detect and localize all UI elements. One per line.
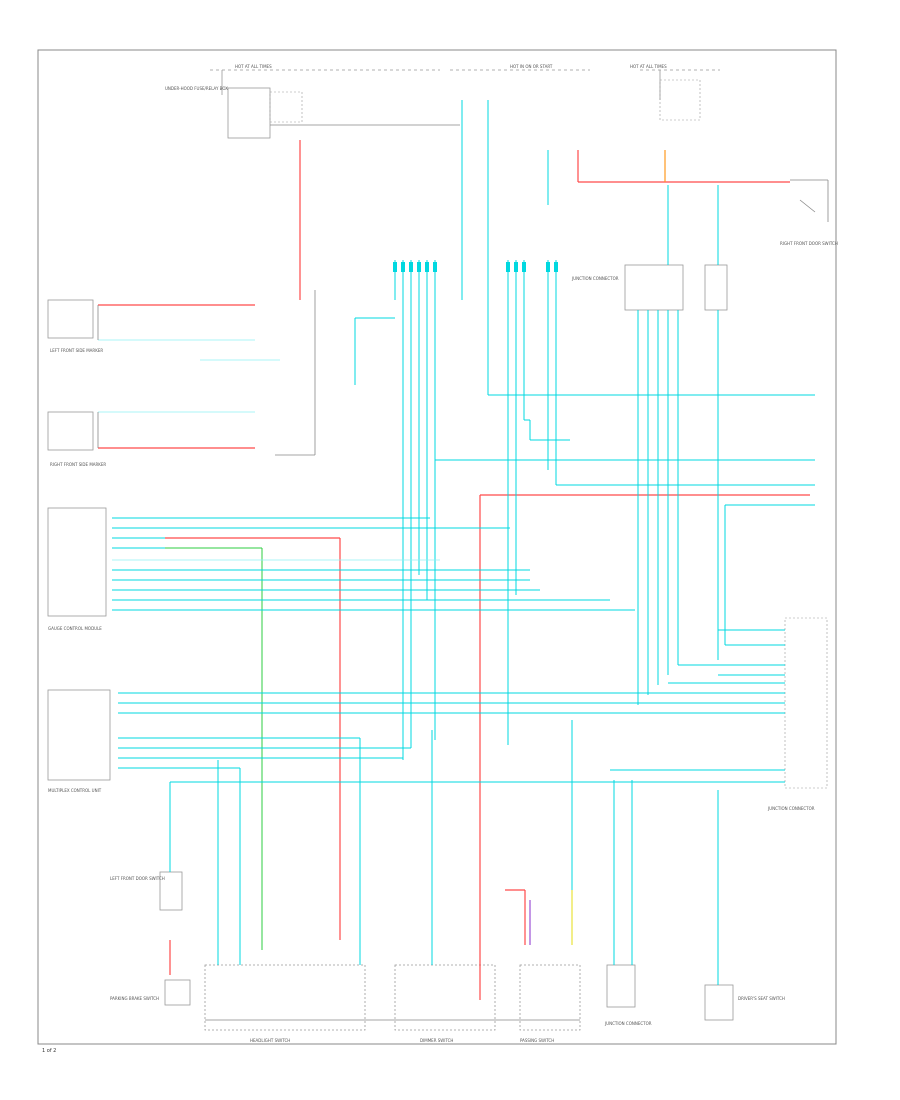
label-gauge-module: GAUGE CONTROL MODULE: [48, 626, 102, 631]
label-hot-on-start: HOT IN ON OR START: [510, 64, 553, 69]
left-side-marker-box: [47, 299, 94, 339]
label-hot-all-times-right: HOT AT ALL TIMES: [630, 64, 667, 69]
connector-pins: [393, 262, 558, 272]
label-headlight-switch: HEADLIGHT SWITCH: [250, 1038, 290, 1043]
label-bottom-junction: JUNCTION CONNECTOR: [604, 1021, 652, 1026]
right-fuse-box: [659, 79, 701, 121]
red-wires: [98, 140, 810, 1000]
label-parking-brake-switch: PARKING BRAKE SWITCH: [110, 996, 159, 1001]
label-right-side-marker: RIGHT FRONT SIDE MARKER: [50, 462, 106, 467]
cyan-wires: [112, 100, 815, 985]
parking-brake-switch-box: [164, 979, 191, 1006]
diagram-frame: [37, 49, 837, 1045]
seat-switch-box: [704, 984, 734, 1021]
fuse-block-box: [227, 87, 271, 139]
label-hot-all-times-left: HOT AT ALL TIMES: [235, 64, 272, 69]
page-id: 1 of 2: [42, 1048, 56, 1054]
left-door-switch-box: [159, 871, 183, 911]
right-connector-block: [784, 617, 828, 789]
label-left-door-switch: LEFT FRONT DOOR SWITCH: [110, 876, 165, 881]
dimmer-switch-box: [394, 964, 496, 1031]
right-door-switch: [790, 179, 829, 222]
light-cyan-wires: [98, 339, 440, 561]
relay-box-top: [269, 91, 303, 123]
label-passing-switch: PASSING SWITCH: [520, 1038, 554, 1043]
headlight-switch-box: [204, 964, 366, 1031]
right-side-marker-box: [47, 411, 94, 451]
multiplex-unit-box: [47, 689, 111, 781]
junction-block-1: [624, 264, 684, 311]
label-junction-connector: JUNCTION CONNECTOR: [571, 276, 619, 281]
junction-block-2: [704, 264, 728, 311]
label-right-connector: JUNCTION CONNECTOR: [767, 806, 815, 811]
passing-switch-box: [519, 964, 581, 1031]
label-right-door-switch: RIGHT FRONT DOOR SWITCH: [780, 241, 838, 246]
top-power-rails: [210, 69, 720, 100]
gray-wires: [97, 124, 580, 1021]
label-left-side-marker: LEFT FRONT SIDE MARKER: [50, 348, 103, 353]
label-seat-switch: DRIVER'S SEAT SWITCH: [738, 996, 785, 1001]
gauge-module-box: [47, 507, 107, 617]
bottom-junction-box: [606, 964, 636, 1008]
green-wires: [165, 547, 263, 950]
label-fuse-block: UNDER-HOOD FUSE/RELAY BOX: [165, 86, 228, 91]
label-multiplex-unit: MULTIPLEX CONTROL UNIT: [48, 788, 102, 793]
label-dimmer-switch: DIMMER SWITCH: [420, 1038, 453, 1043]
